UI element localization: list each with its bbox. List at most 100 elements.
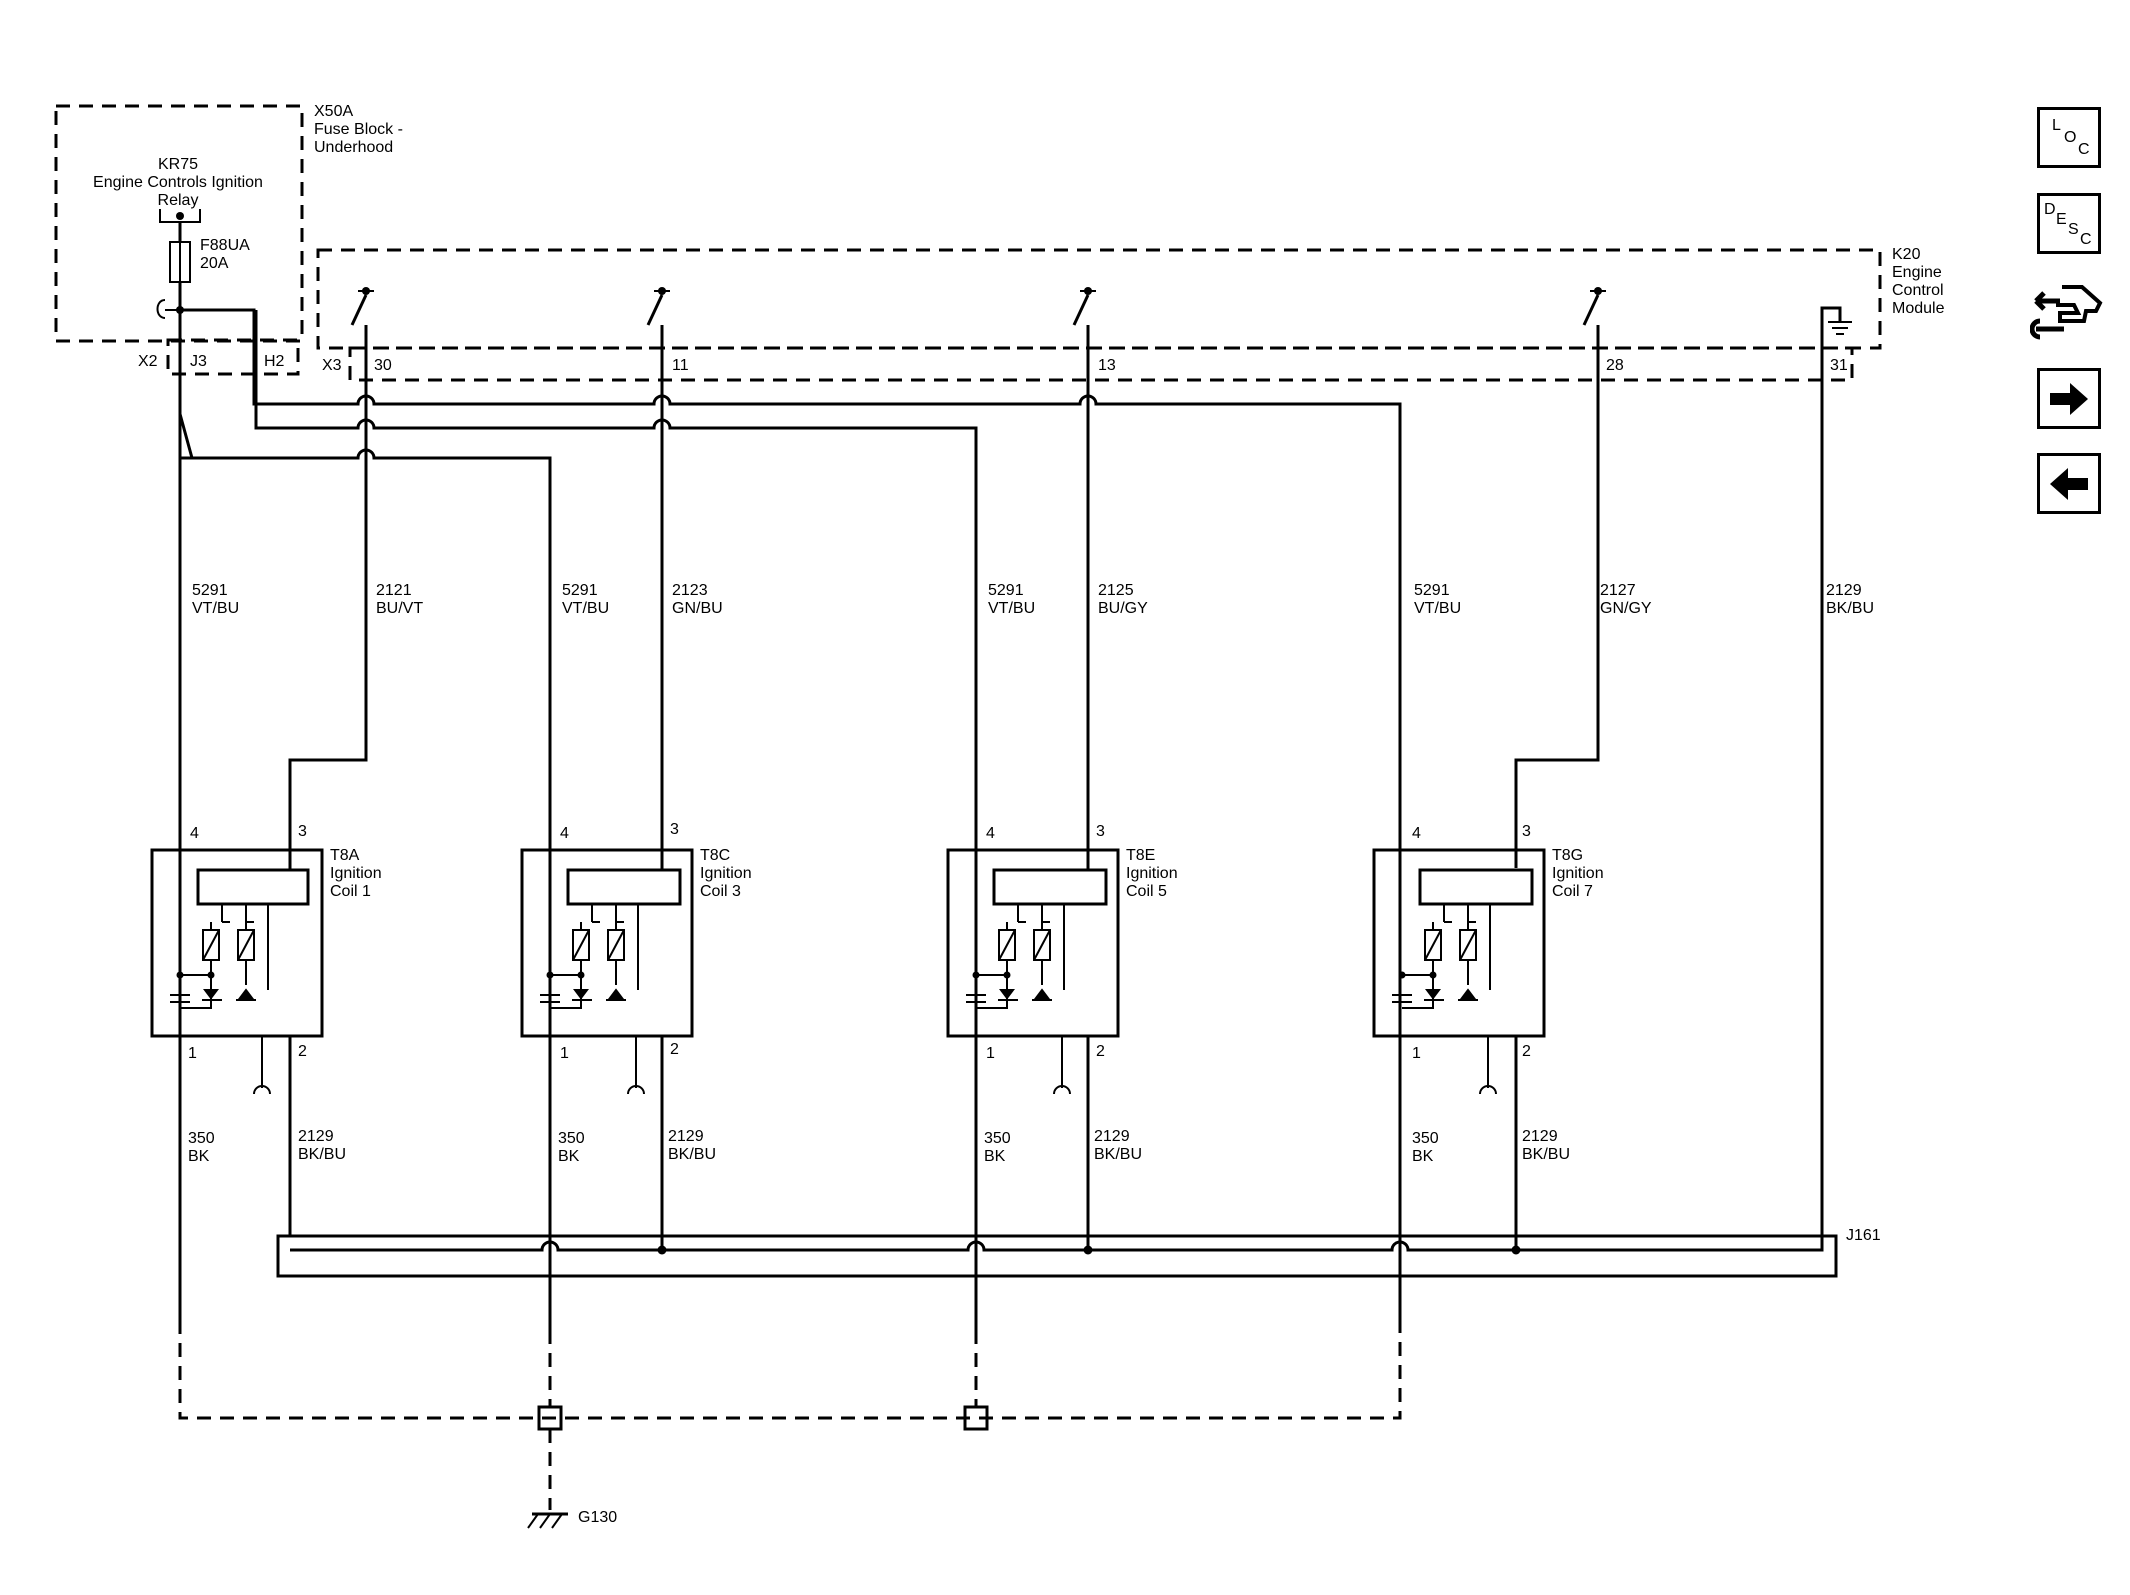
ecm-desc-3: Module	[1892, 300, 1945, 317]
coil3-supply-circuit: 5291	[562, 582, 598, 599]
ecm-pin-30: 30	[374, 357, 392, 374]
ecm-driver-switch-13	[1072, 287, 1096, 326]
svg-text:2129: 2129	[1094, 1128, 1130, 1145]
svg-text:4: 4	[190, 825, 199, 842]
ecm-pin-11: 11	[672, 357, 689, 374]
coil5-desc-1: Ignition	[1126, 865, 1178, 882]
fuse-block-terminal-icon	[156, 299, 180, 319]
coil7-supply-color: VT/BU	[1414, 600, 1461, 617]
svg-text:3: 3	[1096, 823, 1105, 840]
svg-text:BK: BK	[984, 1148, 1006, 1165]
coil7-supply-circuit: 5291	[1414, 582, 1450, 599]
ignition-coil-t8c: 4 3 1 2 T8C Ignition Coil 3	[520, 821, 752, 1095]
coil3-supply-color: VT/BU	[562, 600, 609, 617]
coil1-control-color: BU/VT	[376, 600, 423, 617]
fuse-block-connector-outline	[166, 338, 300, 376]
svg-text:350: 350	[188, 1130, 215, 1147]
connector-x3: X3	[322, 357, 342, 374]
coil1-name: T8A	[330, 847, 360, 864]
coil1-control-circuit: 2121	[376, 582, 412, 599]
ecm-driver-switch-30	[350, 287, 374, 326]
fuse-block-desc-1: Fuse Block -	[314, 121, 403, 138]
low-reference-wiring	[288, 868, 1518, 1250]
coil3-control-circuit: 2123	[672, 582, 708, 599]
relay-desc-2: Relay	[158, 192, 199, 209]
wire-labels-lower: 350 BK 2129 BK/BU 350 BK 2129 BK/BU 350 …	[188, 1128, 1570, 1165]
coil7-control-circuit: 2127	[1600, 582, 1636, 599]
splice-name: J161	[1846, 1227, 1881, 1244]
ecm-pin-13: 13	[1098, 357, 1116, 374]
connector-wrench-icon[interactable]	[2029, 277, 2106, 341]
previous-page-button[interactable]	[2037, 453, 2101, 514]
ecm-desc-2: Control	[1892, 282, 1944, 299]
coil3-desc-2: Coil 3	[700, 883, 741, 900]
coil3-control-color: GN/BU	[672, 600, 723, 617]
ecm-ground-icon	[1820, 306, 1852, 345]
svg-text:4: 4	[560, 825, 569, 842]
next-page-button[interactable]	[2037, 368, 2101, 429]
svg-text:2129: 2129	[668, 1128, 704, 1145]
fuse-name: F88UA	[200, 237, 250, 254]
svg-text:3: 3	[1522, 823, 1531, 840]
relay-desc-1: Engine Controls Ignition	[93, 174, 263, 191]
coil1-supply-color: VT/BU	[192, 600, 239, 617]
ground-splice-box-2	[963, 1405, 989, 1431]
svg-text:2: 2	[1522, 1043, 1531, 1060]
svg-text:BK/BU: BK/BU	[1094, 1146, 1142, 1163]
svg-text:3: 3	[298, 823, 307, 840]
splice-pack-j161: J161	[276, 1227, 1881, 1278]
ignition-coil-t8a: 4 3 1 2 T8A Ignition Coil 1	[150, 823, 382, 1095]
coil3-desc-1: Ignition	[700, 865, 752, 882]
coil5-name: T8E	[1126, 847, 1155, 864]
coil3-case-ground-icon	[627, 1036, 645, 1095]
svg-text:350: 350	[558, 1130, 585, 1147]
wire-labels-upper: 5291 VT/BU 2121 BU/VT 5291 VT/BU 2123 GN…	[192, 582, 1874, 617]
coil7-name: T8G	[1552, 847, 1583, 864]
supply-wiring	[178, 310, 1402, 1250]
coil1-supply-circuit: 5291	[192, 582, 228, 599]
ecm-pin-31: 31	[1830, 357, 1848, 374]
svg-text:350: 350	[984, 1130, 1011, 1147]
fuse-block-name: X50A	[314, 103, 353, 120]
ecm-connector-outline	[348, 346, 1854, 382]
coil7-case-ground-icon	[1479, 1036, 1497, 1095]
coil1-desc-1: Ignition	[330, 865, 382, 882]
ground-name: G130	[578, 1509, 617, 1526]
loc-button[interactable]: L O C	[2037, 107, 2101, 168]
svg-text:1: 1	[560, 1045, 569, 1062]
fuse-icon	[169, 241, 191, 310]
svg-text:350: 350	[1412, 1130, 1439, 1147]
svg-text:BK: BK	[188, 1148, 210, 1165]
coil7-desc-2: Coil 7	[1552, 883, 1593, 900]
ignition-coil-t8e: 4 3 1 2 T8E Ignition Coil 5	[946, 823, 1178, 1095]
svg-text:2: 2	[298, 1043, 307, 1060]
fuse-rating: 20A	[200, 255, 229, 272]
coil7-desc-1: Ignition	[1552, 865, 1604, 882]
coil5-supply-color: VT/BU	[988, 600, 1035, 617]
ecm-ground-circuit: 2129	[1826, 582, 1862, 599]
desc-button[interactable]: D E S C	[2037, 193, 2101, 254]
fuse-output-bus	[180, 308, 256, 358]
svg-text:1: 1	[986, 1045, 995, 1062]
svg-text:4: 4	[986, 825, 995, 842]
coil7-control-color: GN/GY	[1600, 600, 1652, 617]
coil1-case-ground-icon	[253, 1036, 271, 1095]
svg-text:2129: 2129	[298, 1128, 334, 1145]
coil5-supply-circuit: 5291	[988, 582, 1024, 599]
ecm-driver-switch-28	[1582, 287, 1606, 326]
relay-name: KR75	[158, 156, 198, 173]
chassis-ground-icon	[527, 1512, 568, 1529]
svg-text:1: 1	[188, 1045, 197, 1062]
svg-text:2129: 2129	[1522, 1128, 1558, 1145]
svg-text:BK/BU: BK/BU	[668, 1146, 716, 1163]
coil5-control-color: BU/GY	[1098, 600, 1148, 617]
ignition-coil-t8g: 4 3 1 2 T8G Ignition Coil 7	[1372, 823, 1604, 1095]
arrow-left-icon	[2050, 468, 2088, 500]
fuse-block-desc-2: Underhood	[314, 139, 393, 156]
ecm-driver-switch-11	[646, 287, 670, 326]
svg-text:1: 1	[1412, 1045, 1421, 1062]
ecm-outline	[316, 248, 1882, 350]
coil5-control-circuit: 2125	[1098, 582, 1134, 599]
svg-text:3: 3	[670, 821, 679, 838]
